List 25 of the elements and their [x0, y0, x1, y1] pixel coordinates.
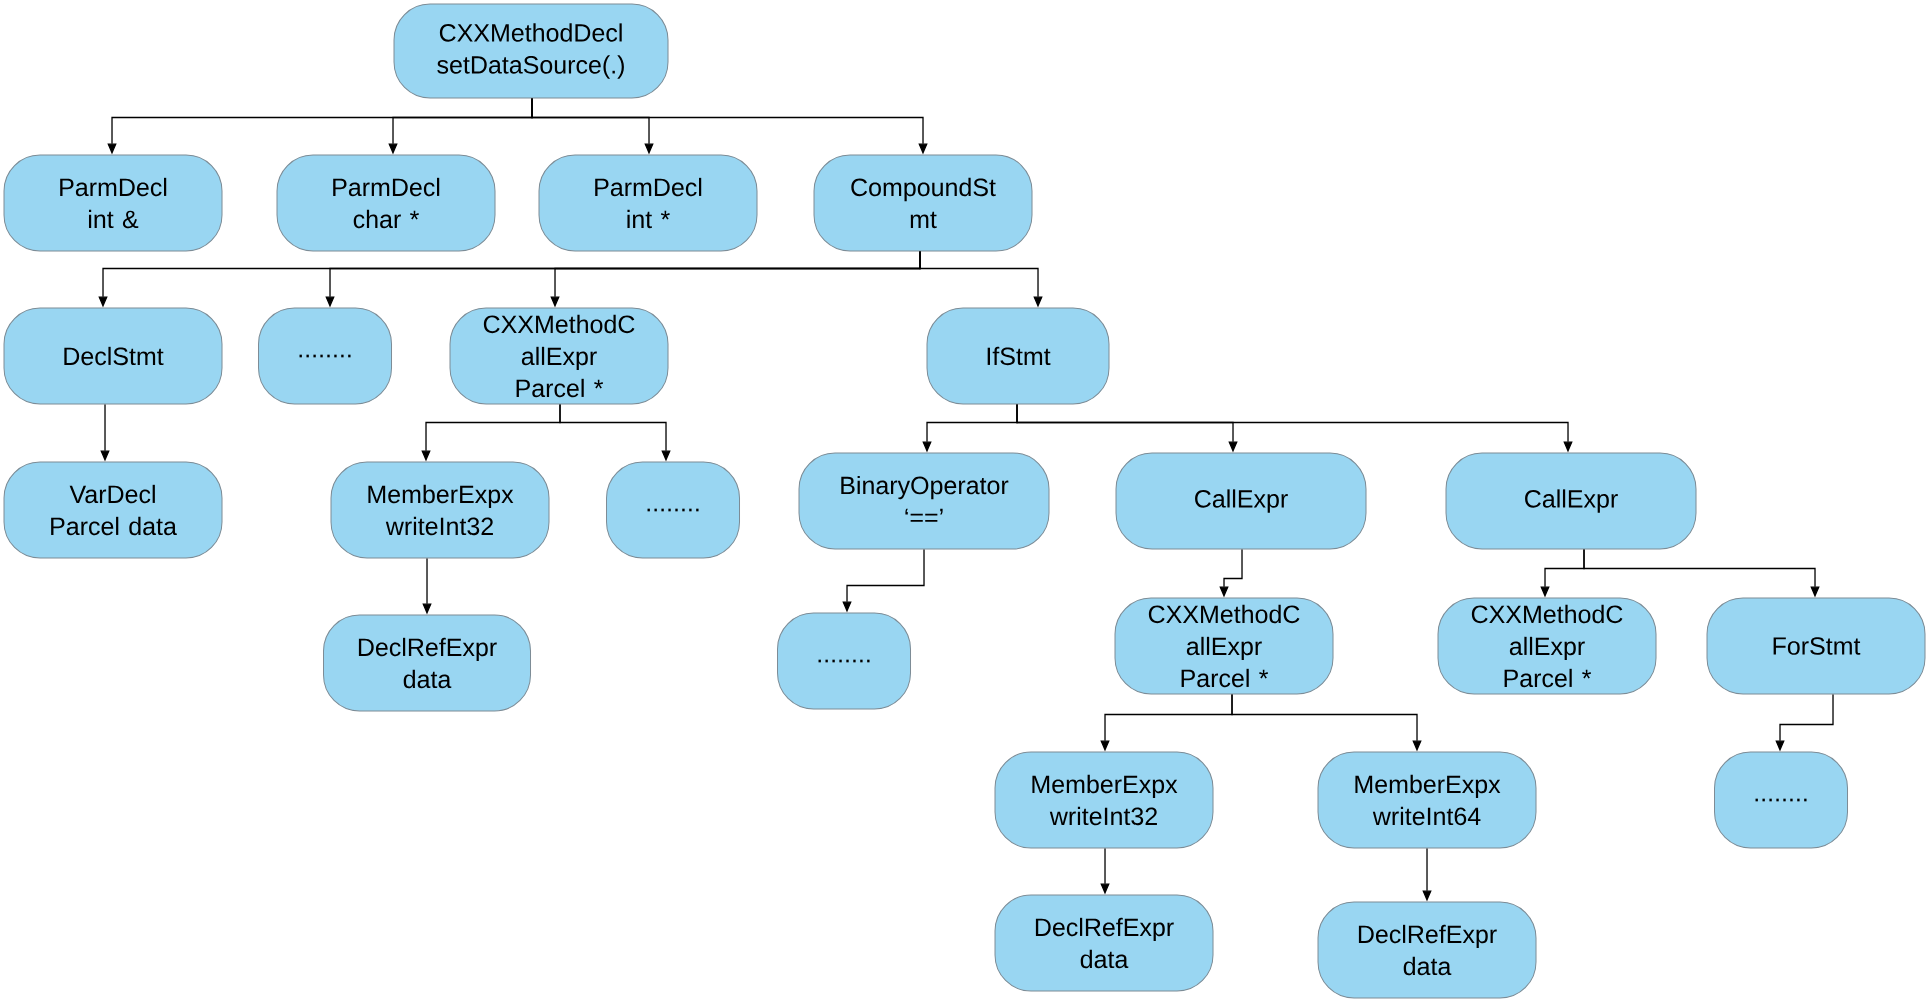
rounded-box: ParmDecl char *	[276, 154, 496, 252]
rounded-box: DeclStmt	[3, 307, 223, 405]
rounded-box: MemberExpx writeInt32	[994, 751, 1214, 849]
rounded-box: CXXMethodC allExpr Parcel *	[449, 307, 669, 405]
rounded-box: DeclRefExpr data	[1317, 901, 1537, 999]
rounded-box: DeclRefExpr data	[994, 894, 1214, 992]
rounded-box: CallExpr	[1445, 452, 1697, 550]
rounded-box: CompoundSt mt	[813, 154, 1033, 252]
rounded-box: ........	[777, 612, 911, 710]
rounded-box: MemberExpx writeInt64	[1317, 751, 1537, 849]
rounded-box: BinaryOperator ‘==’	[798, 452, 1050, 550]
rounded-box: CXXMethodC allExpr Parcel *	[1437, 597, 1657, 695]
rounded-box: MemberExpx writeInt32	[330, 461, 550, 559]
rounded-box: VarDecl Parcel data	[3, 461, 223, 559]
rounded-box: ParmDecl int &	[3, 154, 223, 252]
rounded-box: ForStmt	[1706, 597, 1926, 695]
rounded-box: ........	[258, 307, 392, 405]
rounded-box: IfStmt	[926, 307, 1110, 405]
rounded-box: ........	[1714, 751, 1848, 849]
rounded-box: CXXMethodDecl setDataSource(.)	[393, 3, 669, 99]
rounded-box: CallExpr	[1115, 452, 1367, 550]
rounded-box: ParmDecl int *	[538, 154, 758, 252]
rounded-box: DeclRefExpr data	[323, 614, 531, 712]
rounded-box: CXXMethodC allExpr Parcel *	[1114, 597, 1334, 695]
rounded-box: ........	[606, 461, 740, 559]
